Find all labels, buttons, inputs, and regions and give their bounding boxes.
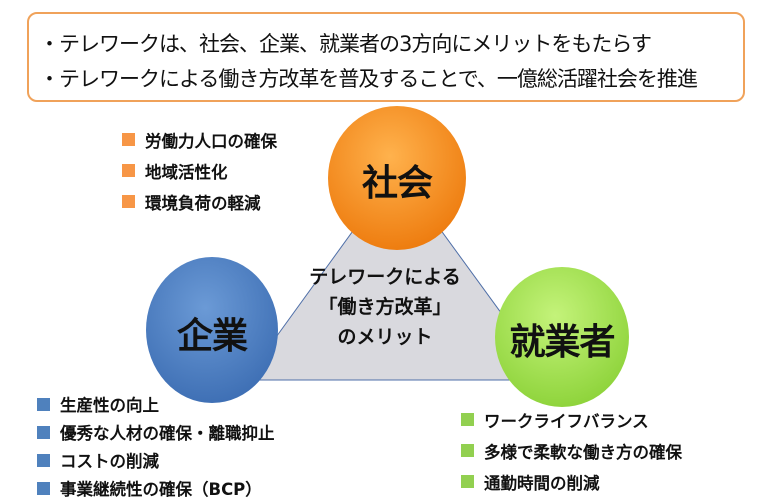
list-item: 地域活性化 bbox=[122, 155, 277, 186]
summary-line-2: ・テレワークによる働き方改革を普及することで、一億総活躍社会を推進 bbox=[39, 67, 698, 91]
list-item: 優秀な人材の確保・離職抑止 bbox=[37, 418, 275, 446]
item-text: 通勤時間の削減 bbox=[484, 473, 600, 493]
merit-triangle bbox=[244, 169, 551, 381]
summary-line-1: ・テレワークは、社会、企業、就業者の3方向にメリットをもたらす bbox=[39, 32, 652, 56]
summary-box: ・テレワークは、社会、企業、就業者の3方向にメリットをもたらす ・テレワークによ… bbox=[27, 12, 745, 102]
item-text: 優秀な人材の確保・離職抑止 bbox=[60, 424, 275, 443]
item-text: 環境負荷の軽減 bbox=[145, 193, 261, 213]
society-merits-list: 労働力人口の確保 地域活性化 環境負荷の軽減 bbox=[122, 124, 277, 217]
list-item: コストの削減 bbox=[37, 446, 275, 474]
center-line-3: のメリット bbox=[337, 326, 433, 348]
bullet-square-icon bbox=[461, 475, 474, 488]
society-label: 社会 bbox=[361, 163, 433, 204]
worker-merits-list: ワークライフバランス 多様で柔軟な働き方の確保 通勤時間の削減 bbox=[461, 404, 682, 497]
item-text: 労働力人口の確保 bbox=[145, 131, 277, 151]
worker-circle bbox=[495, 267, 629, 407]
bullet-square-icon bbox=[122, 195, 135, 208]
bullet-square-icon bbox=[37, 453, 50, 467]
list-item: 事業継続性の確保（BCP） bbox=[37, 474, 275, 502]
list-item: ワークライフバランス bbox=[461, 404, 682, 435]
company-circle bbox=[146, 257, 278, 403]
worker-label: 就業者 bbox=[509, 322, 615, 363]
bullet-square-icon bbox=[37, 481, 50, 495]
item-text: 事業継続性の確保（BCP） bbox=[60, 480, 262, 499]
bullet-square-icon bbox=[37, 425, 50, 439]
center-line-2: 「働き方改革」 bbox=[318, 296, 452, 318]
item-text: 地域活性化 bbox=[145, 162, 228, 182]
item-text: 多様で柔軟な働き方の確保 bbox=[484, 442, 682, 462]
list-item: 通勤時間の削減 bbox=[461, 466, 682, 497]
bullet-square-icon bbox=[122, 133, 135, 146]
list-item: 多様で柔軟な働き方の確保 bbox=[461, 435, 682, 466]
center-text: テレワークによる 「働き方改革」 のメリット bbox=[280, 262, 490, 352]
item-text: 生産性の向上 bbox=[60, 396, 159, 415]
item-text: コストの削減 bbox=[60, 452, 159, 471]
company-merits-list: 生産性の向上 優秀な人材の確保・離職抑止 コストの削減 事業継続性の確保（BCP… bbox=[37, 390, 275, 502]
center-line-1: テレワークによる bbox=[309, 266, 461, 288]
bullet-square-icon bbox=[37, 397, 50, 411]
item-text: ワークライフバランス bbox=[484, 411, 649, 431]
bullet-square-icon bbox=[461, 444, 474, 457]
list-item: 環境負荷の軽減 bbox=[122, 186, 277, 217]
company-label: 企業 bbox=[176, 316, 248, 357]
bullet-square-icon bbox=[461, 413, 474, 426]
list-item: 労働力人口の確保 bbox=[122, 124, 277, 155]
list-item: 生産性の向上 bbox=[37, 390, 275, 418]
bullet-square-icon bbox=[122, 164, 135, 177]
society-circle bbox=[328, 106, 466, 250]
